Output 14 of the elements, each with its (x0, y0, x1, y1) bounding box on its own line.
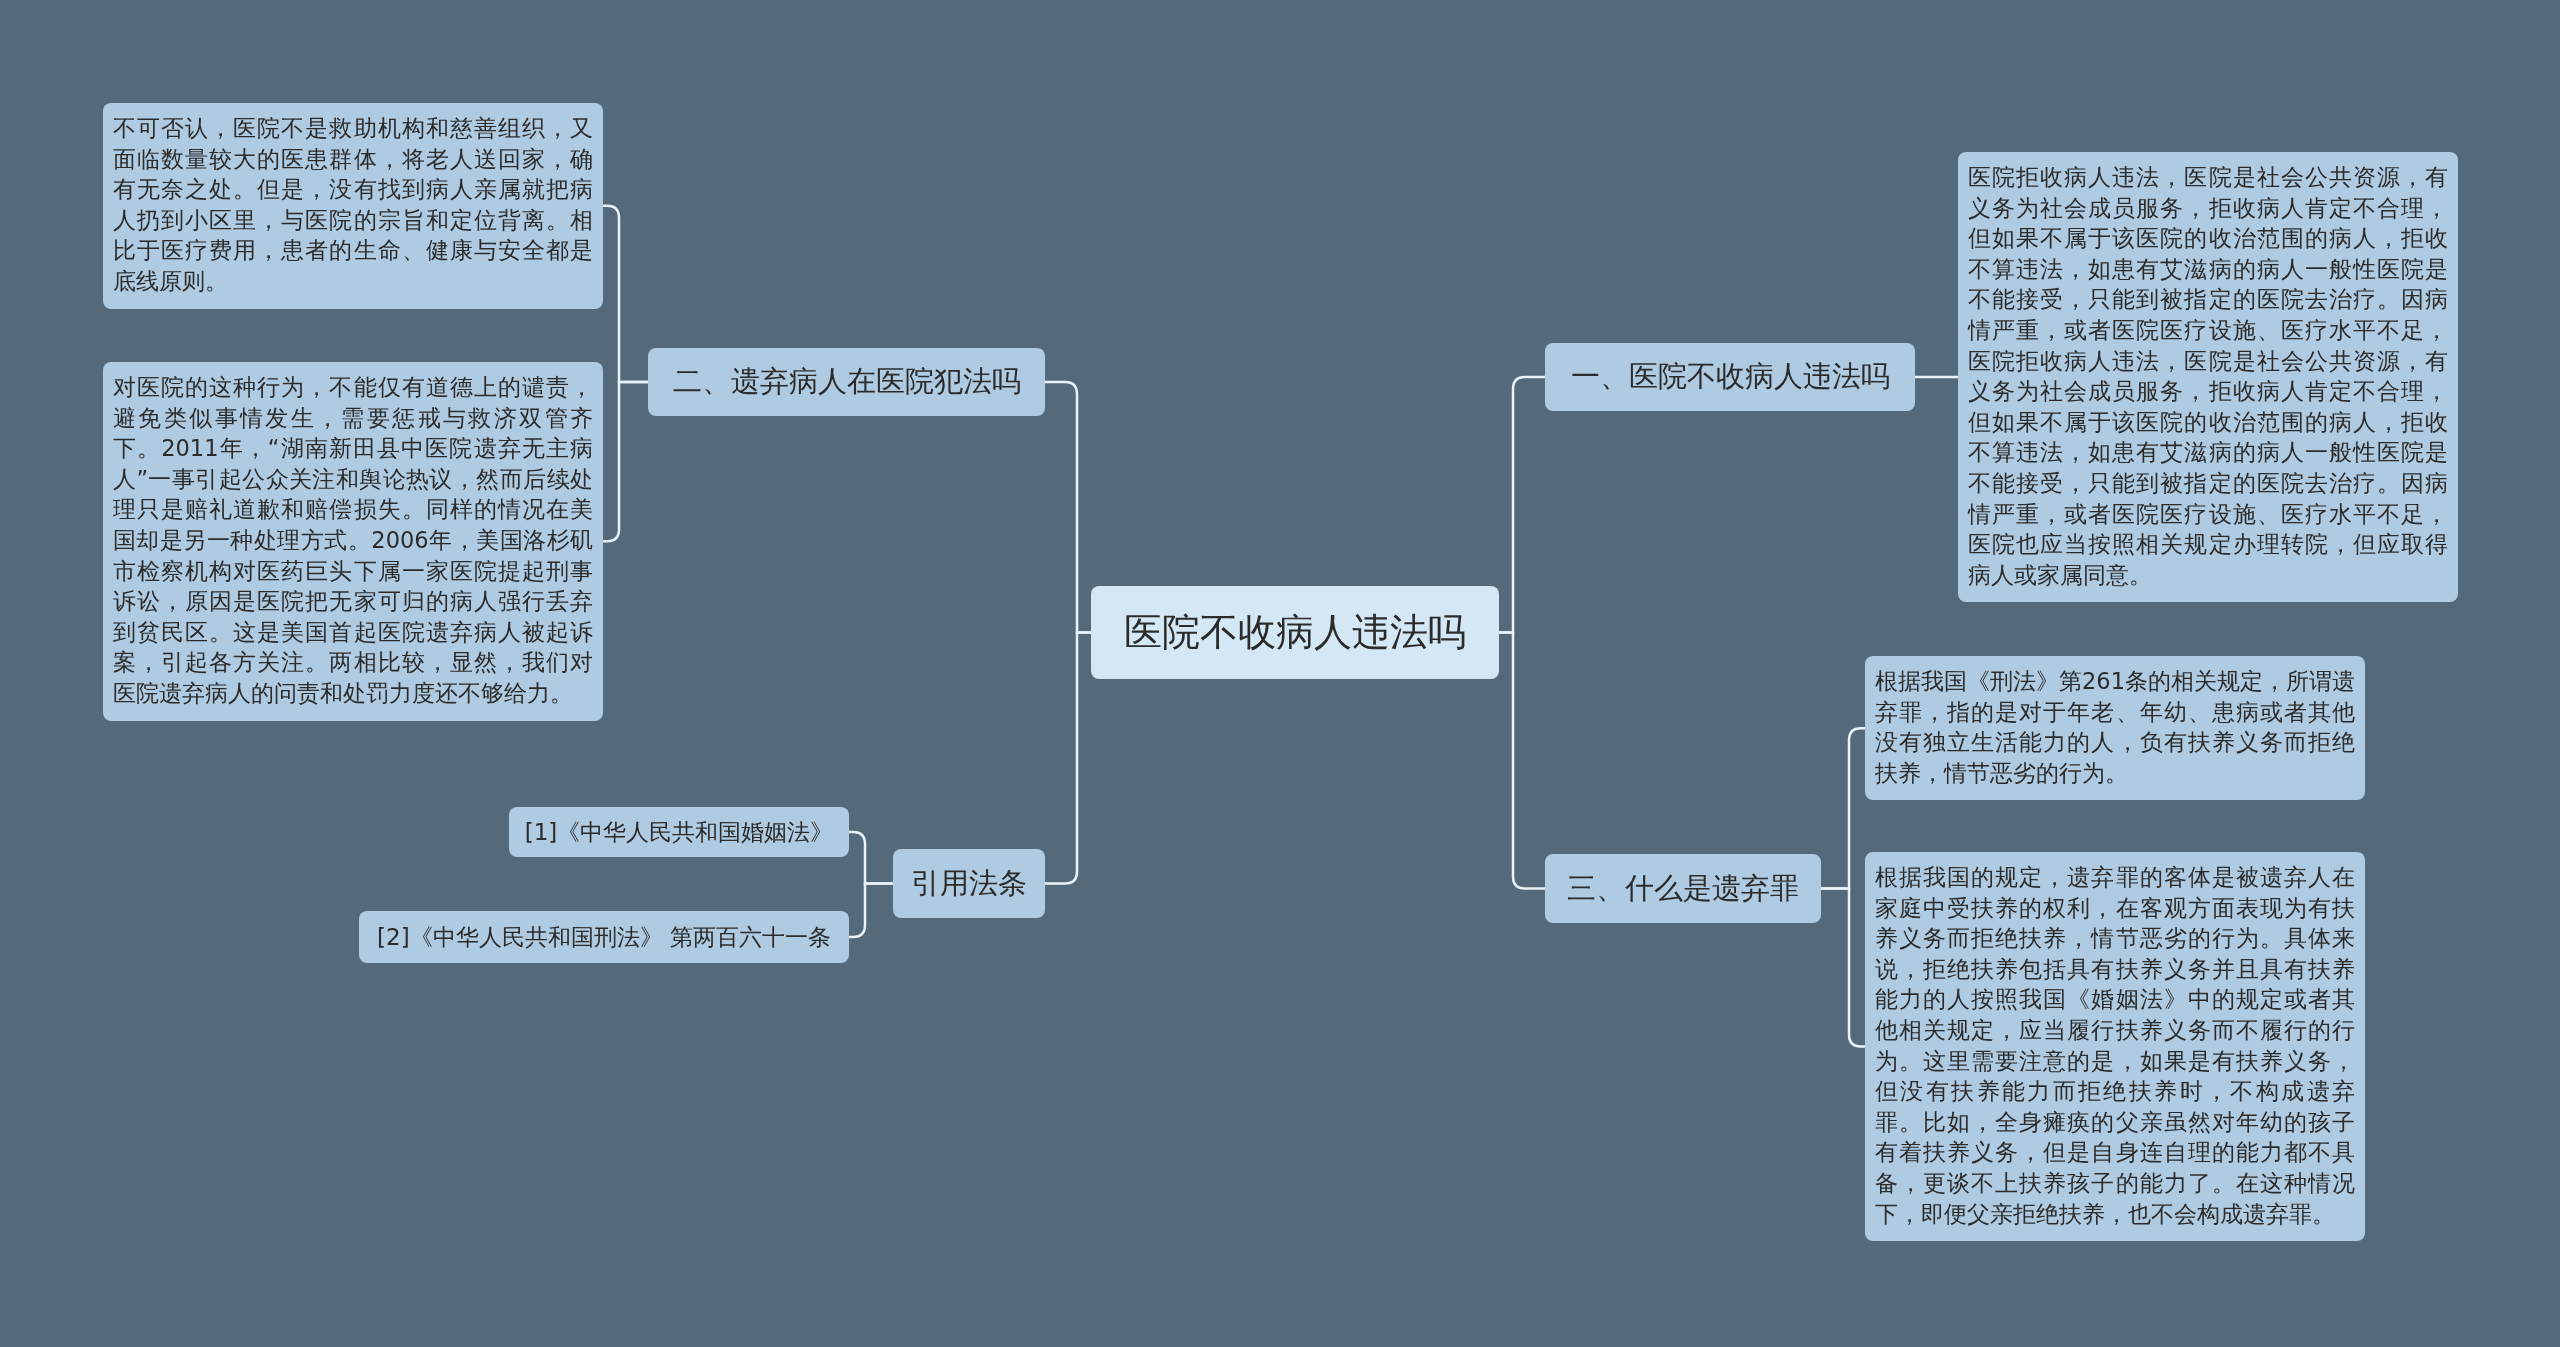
detail-note: 对医院的这种行为，不能仅有道德上的谴责，避免类似事情发生，需要惩戒与救济双管齐下。2011年，“湖南新田县中医院遗弃无主病人”一事引起公众关注和舆论热议，然而后续处理只是赔礼道歉和赔偿损失。同样的情况在美国却是另一种处理方式。2006年，美国洛杉矶市检察机构对医药巨头下属一家医院提起刑事诉讼，原因是医院把无家可归的病人强行丢弃到贫民区。这是美国首起医院遗弃病人被起诉案，引起各方关注。两相比较，显然，我们对医院遗弃病人的问责和处罚力度还不够给力。 (103, 362, 603, 721)
detail-note: 根据我国的规定，遗弃罪的客体是被遗弃人在家庭中受扶养的权利，在客观方面表现为有扶养义务而拒绝扶养，情节恶劣的行为。具体来说，拒绝扶养包括具有扶养义务并且具有扶养能力的人按照我国《婚姻法》中的规定或者其他相关规定，应当履行扶养义务而不履行的行为。这里需要注意的是，如果是有扶养义务，但没有扶养能力而拒绝扶养时，不构成遗弃罪。比如，全身瘫痪的父亲虽然对年幼的孩子有着扶养义务，但是自身连自理的能力都不具备，更谈不上扶养孩子的能力了。在这种情况下，即便父亲拒绝扶养，也不会构成遗弃罪。 (1865, 852, 2365, 1242)
branch-topic: 三、什么是遗弃罪 (1545, 854, 1821, 923)
reference-item: [2]《中华人民共和国刑法》 第两百六十一条 (359, 911, 849, 963)
branch-topic: 一、医院不收病人违法吗 (1545, 343, 1915, 411)
branch-topic: 二、遗弃病人在医院犯法吗 (648, 348, 1045, 416)
detail-note: 医院拒收病人违法，医院是社会公共资源，有义务为社会成员服务，拒收病人肯定不合理，但如果不属于该医院的收治范围的病人，拒收不算违法，如患有艾滋病的病人一般性医院是不能接受，只能到被指定的医院去治疗。因病情严重，或者医院医疗设施、医疗水平不足，医院拒收病人违法，医院是社会公共资源，有义务为社会成员服务，拒收病人肯定不合理，但如果不属于该医院的收治范围的病人，拒收不算违法，如患有艾滋病的病人一般性医院是不能接受，只能到被指定的医院去治疗。因病情严重，或者医院医疗设施、医疗水平不足，医院也应当按照相关规定办理转院，但应取得病人或家属同意。 (1958, 152, 2458, 603)
reference-item: [1]《中华人民共和国婚姻法》 (509, 807, 849, 857)
branch-topic: 引用法条 (893, 849, 1045, 918)
detail-note: 根据我国《刑法》第261条的相关规定，所谓遗弃罪，指的是对于年老、年幼、患病或者其他没有独立生活能力的人，负有扶养义务而拒绝扶养，情节恶劣的行为。 (1865, 656, 2365, 801)
connector-line (1915, 375, 1958, 379)
detail-note: 不可否认，医院不是救助机构和慈善组织，又面临数量较大的医患群体，将老人送回家，确有无奈之处。但是，没有找到病人亲属就把病人扔到小区里，与医院的宗旨和定位背离。相比于医疗费用，患者的生命、健康与安全都是底线原则。 (103, 103, 603, 309)
connector-line (849, 882, 893, 939)
central-topic: 医院不收病人违法吗 (1091, 586, 1499, 679)
